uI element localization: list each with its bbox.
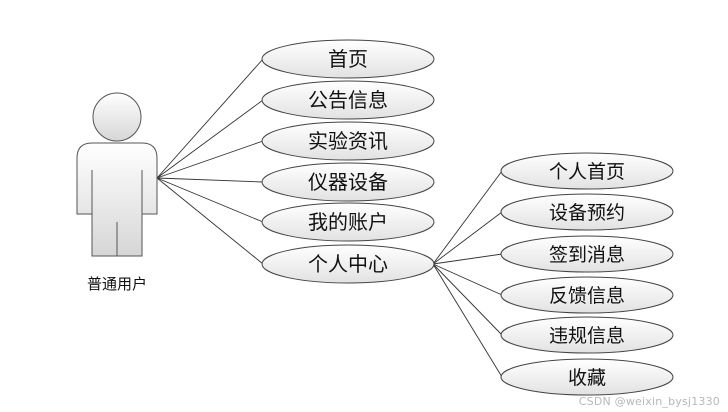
use-case-label: 实验资讯 — [308, 129, 388, 153]
use-case-label: 我的账户 — [308, 210, 388, 234]
sub-association-line-favorites — [432, 263, 503, 378]
sub-use-case-equipment-booking: 设备预约 — [500, 193, 674, 231]
sub-association-line-check-in-messages — [432, 253, 503, 265]
use-case-label: 违规信息 — [549, 325, 625, 347]
use-case-ellipse — [500, 193, 674, 231]
use-case-label: 收藏 — [568, 367, 606, 389]
sub-association-line-personal-home — [432, 170, 503, 265]
use-case-instruments: 仪器设备 — [261, 162, 435, 202]
sub-association-line-violations — [432, 263, 503, 336]
use-case-ellipse — [261, 202, 435, 242]
use-case-ellipse — [261, 80, 435, 120]
association-line-home — [156, 58, 264, 179]
actor-figure: 普通用户 — [76, 92, 158, 293]
association-line-my-account — [156, 177, 264, 223]
watermark: CSDN @weixin_bysj1330 — [578, 395, 720, 408]
use-case-ellipse — [261, 39, 435, 79]
use-case-ellipse — [261, 121, 435, 161]
use-case-ellipse — [500, 316, 674, 354]
use-case-label: 个人首页 — [549, 161, 625, 183]
use-case-label: 仪器设备 — [308, 170, 388, 194]
use-case-label: 首页 — [328, 47, 368, 71]
sub-use-case-favorites: 收藏 — [500, 358, 674, 396]
use-case-ellipse — [500, 276, 674, 314]
use-case-label: 反馈信息 — [549, 285, 625, 307]
sub-use-case-feedback: 反馈信息 — [500, 276, 674, 314]
sub-use-case-violations: 违规信息 — [500, 316, 674, 354]
actor-head — [92, 92, 142, 142]
use-case-label: 公告信息 — [308, 88, 388, 112]
use-case-ellipse — [500, 358, 674, 396]
actor-label: 普通用户 — [87, 275, 147, 293]
association-line-personal-center — [156, 177, 264, 265]
sub-use-case-personal-home: 个人首页 — [500, 152, 674, 190]
use-case-personal-center: 个人中心 — [261, 244, 435, 284]
association-line-announcements — [156, 99, 264, 179]
use-case-home: 首页 — [261, 39, 435, 79]
use-case-label: 签到消息 — [549, 244, 625, 266]
actor-association-lines — [156, 58, 264, 265]
use-case-ellipse — [261, 162, 435, 202]
use-case-label: 个人中心 — [308, 252, 388, 276]
use-case-ellipse — [261, 244, 435, 284]
use-case-ellipse — [500, 235, 674, 273]
use-case-lab-info: 实验资讯 — [261, 121, 435, 161]
sub-association-lines — [432, 170, 503, 378]
sub-association-line-feedback — [432, 263, 503, 296]
sub-association-line-equipment-booking — [432, 211, 503, 265]
sub-use-case-check-in-messages: 签到消息 — [500, 235, 674, 273]
actor-body — [76, 142, 158, 257]
use-case-label: 设备预约 — [549, 202, 625, 224]
association-line-lab-info — [156, 140, 264, 179]
use-case-ellipse — [500, 152, 674, 190]
use-case-my-account: 我的账户 — [261, 202, 435, 242]
use-case-announcements: 公告信息 — [261, 80, 435, 120]
association-line-instruments — [156, 177, 264, 183]
